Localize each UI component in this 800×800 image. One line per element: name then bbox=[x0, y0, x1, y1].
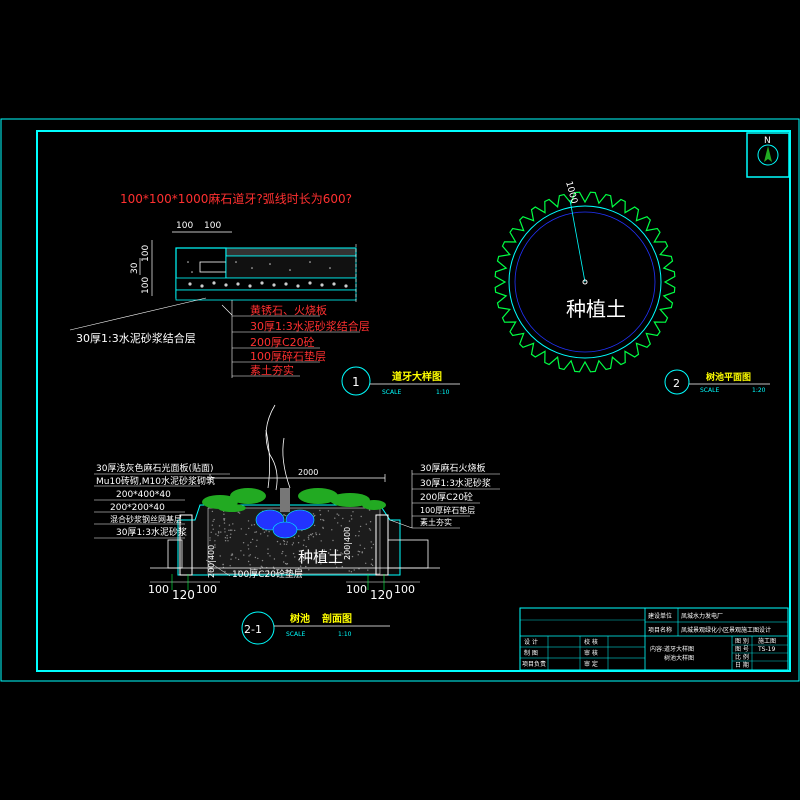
section-dim-br-2: 120 bbox=[370, 588, 393, 602]
curb-layer-2: 30厚1:3水泥砂浆结合层 bbox=[250, 319, 370, 333]
tb-left-label-3: 项目负责 bbox=[522, 660, 546, 668]
section-dim-right-depth: 200|400 bbox=[343, 527, 352, 560]
section-dim-bl-3: 100 bbox=[196, 583, 217, 596]
curb-layer-5: 素土夯实 bbox=[250, 363, 294, 377]
section-right-note-3: 200厚C20砼 bbox=[420, 491, 473, 503]
curb-dim-side-b: 30 bbox=[130, 262, 140, 274]
curb-heading: 100*100*1000麻石道牙?弧线时长为600? bbox=[120, 191, 352, 206]
north-arrow-icon: N bbox=[746, 132, 790, 178]
section-dim-left-depth: 200|400 bbox=[207, 545, 216, 578]
section-right-note-2: 30厚1:3水泥砂浆 bbox=[420, 477, 491, 489]
section-title-bubble bbox=[241, 611, 275, 645]
plan-scale-label: SCALE bbox=[700, 387, 719, 394]
section-left-note-1: 30厚浅灰色麻石光面板(贴面) bbox=[96, 462, 213, 474]
tb-right-label-4: 日 期 bbox=[735, 661, 749, 669]
section-bottom-note: 100厚C20砼垫层 bbox=[232, 568, 303, 580]
section-dim-br-1: 100 bbox=[346, 583, 367, 596]
tb-unit-label: 建设单位 bbox=[648, 612, 672, 620]
tb-right-label-3: 比 例 bbox=[735, 653, 749, 661]
section-left-note-4: 200*200*40 bbox=[110, 503, 165, 513]
curb-layer-1: 黄锈石、火烧板 bbox=[250, 303, 327, 317]
tb-mid-label-2: 审 核 bbox=[584, 649, 598, 657]
tb-left-label-2: 制 图 bbox=[524, 649, 538, 657]
plan-title-number: 2 bbox=[673, 377, 680, 390]
section-title-number: 2-1 bbox=[244, 623, 262, 636]
section-dim-bl-1: 100 bbox=[148, 583, 169, 596]
curb-dim-top-left: 100 bbox=[176, 221, 193, 231]
tb-left-label-1: 设 计 bbox=[524, 638, 538, 646]
section-dim-width: 2000 bbox=[298, 468, 318, 477]
curb-layer-4: 100厚碎石垫层 bbox=[250, 349, 326, 363]
plan-title-bubble bbox=[664, 369, 690, 395]
tb-project-label: 项目名称 bbox=[648, 626, 672, 634]
section-title-b: 剖面图 bbox=[322, 612, 352, 625]
tb-mid-label-1: 校 核 bbox=[584, 638, 598, 646]
tree-pit-section: 2000 种植土 200|400 200|400 bbox=[94, 404, 500, 645]
curb-layer-3: 200厚C20砼 bbox=[250, 336, 315, 349]
section-scale-value: 1:10 bbox=[338, 631, 352, 638]
tree-pit-plan: 1000 种植土 2 树池平面图 SCALE 1:20 bbox=[494, 180, 770, 395]
tb-drawing-name-2: 树池大样图 bbox=[664, 654, 694, 662]
section-left-note-5: 混合砂浆钢丝网基层 bbox=[110, 514, 182, 524]
curb-dim-side-c: 100 bbox=[141, 277, 151, 294]
curb-title-bubble bbox=[341, 366, 371, 396]
section-left-note-2: Mu10砖砌,M10水泥砂浆砌筑 bbox=[96, 475, 215, 487]
curb-left-note: 30厚1:3水泥砂浆结合层 bbox=[76, 331, 196, 345]
section-right-note-1: 30厚麻石火烧板 bbox=[420, 462, 485, 474]
tb-unit-value: 凤城水力发电厂 bbox=[681, 612, 723, 620]
curb-title: 道牙大样图 bbox=[392, 370, 442, 383]
plan-title: 树池平面图 bbox=[706, 371, 751, 383]
curb-title-number: 1 bbox=[352, 375, 360, 389]
section-left-notes: 30厚浅灰色麻石光面板(贴面) Mu10砖砌,M10水泥砂浆砌筑 200*400… bbox=[94, 462, 230, 539]
section-dim-br-3: 100 bbox=[394, 583, 415, 596]
curb-dim-top-right: 100 bbox=[204, 221, 221, 231]
section-right-note-4: 100厚碎石垫层 bbox=[420, 505, 475, 515]
tb-right-value-2: TS-19 bbox=[757, 646, 775, 653]
plan-dim-radius: 1000 bbox=[563, 180, 579, 205]
section-dim-bl-2: 120 bbox=[172, 588, 195, 602]
section-scale-label: SCALE bbox=[286, 631, 305, 638]
north-label: N bbox=[764, 136, 771, 146]
section-center-text: 种植土 bbox=[298, 548, 343, 566]
inner-frame bbox=[36, 130, 791, 672]
title-block: 建设单位 凤城水力发电厂 项目名称 凤城景观绿化小区景观施工图设计 内容:道牙大… bbox=[519, 607, 789, 671]
tb-mid-label-3: 审 定 bbox=[584, 660, 598, 668]
plan-center-text: 种植土 bbox=[566, 297, 626, 321]
tb-right-label-1: 图 别 bbox=[735, 637, 749, 645]
tb-right-value-1: 施工图 bbox=[758, 637, 776, 645]
section-left-note-3: 200*400*40 bbox=[116, 490, 171, 500]
plan-scale-value: 1:20 bbox=[752, 387, 766, 394]
tb-right-label-2: 图 号 bbox=[735, 646, 749, 653]
section-title-a: 树池 bbox=[290, 612, 310, 625]
section-right-note-5: 素土夯实 bbox=[420, 517, 452, 527]
section-left-note-6: 30厚1:3水泥砂浆 bbox=[116, 526, 187, 538]
curb-dim-side-a: 100 bbox=[141, 245, 151, 262]
outer-frame bbox=[0, 118, 800, 682]
curb-scale-label: SCALE bbox=[382, 389, 401, 396]
gear-outline bbox=[494, 191, 676, 373]
curb-scale-value: 1:10 bbox=[436, 389, 450, 396]
tb-drawing-name-1: 内容:道牙大样图 bbox=[650, 645, 694, 653]
tb-project-value: 凤城景观绿化小区景观施工图设计 bbox=[681, 626, 771, 634]
curb-detail: 100*100*1000麻石道牙?弧线时长为600? 100 100 100 3… bbox=[69, 191, 460, 396]
section-right-notes: 30厚麻石火烧板 30厚1:3水泥砂浆 200厚C20砼 100厚碎石垫层 素土… bbox=[389, 462, 500, 529]
